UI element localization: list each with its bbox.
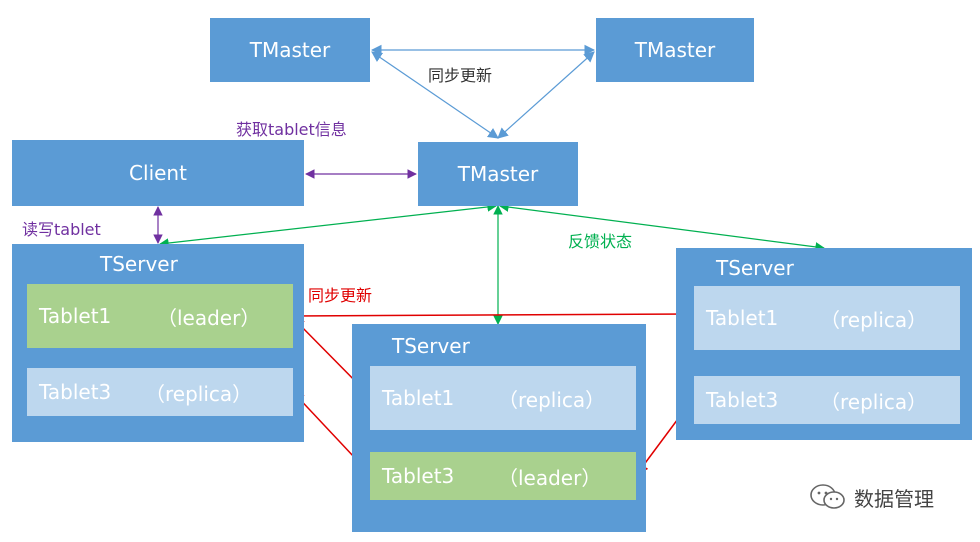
edge-status-left [159,202,497,248]
label-master-sync: 同步更新 [428,66,493,85]
tserver-title: TServer [100,252,178,276]
label-read-write: 读写tablet [22,220,101,239]
tserver-right: TServer Tablet1 （replica） Tablet3 （repli… [676,248,972,440]
tablet-role: （replica） [498,387,606,412]
tablet-row: Tablet1 （replica） [370,366,636,430]
tablet-name: Tablet3 [382,464,455,488]
tablet-row: Tablet3 （replica） [694,376,960,424]
tablet-row: Tablet1 （replica） [694,286,960,350]
client-node: Client [12,140,304,206]
label-tablet-sync: 同步更新 [308,286,373,305]
label-get-tablet-info: 获取tablet信息 [236,120,347,139]
tablet-row: Tablet3 （replica） [27,368,293,416]
tablet-name: Tablet3 [39,380,112,404]
tablet-role: （leader） [498,465,602,490]
tablet-name: Tablet1 [706,306,779,330]
edge-tmaster-right-center [497,51,595,139]
tserver-title: TServer [716,256,794,280]
tmaster-right-node: TMaster [596,18,754,82]
label-status-feedback: 反馈状态 [568,232,633,251]
tablet-role: （replica） [820,307,928,332]
tserver-left: TServer Tablet1 （leader） Tablet3 （replic… [12,244,304,442]
wechat-icon [810,484,845,509]
tablet-role: （replica） [820,389,928,414]
tablet-row: Tablet3 （leader） [370,452,636,500]
tserver-title: TServer [392,334,470,358]
edge-tmaster-left-center [371,51,499,139]
tablet-role: （leader） [157,305,261,330]
tablet-row: Tablet1 （leader） [27,284,293,348]
watermark-text: 数据管理 [854,486,934,511]
edge-status-right [499,202,825,252]
tablet-role: （replica） [145,381,253,406]
tablet-name: Tablet1 [382,386,455,410]
tmaster-left-node: TMaster [210,18,370,82]
tablet-name: Tablet1 [39,304,112,328]
tmaster-center-node: TMaster [418,142,578,206]
tablet-name: Tablet3 [706,388,779,412]
watermark: 数据管理 [808,482,934,512]
tserver-center: TServer Tablet1 （replica） Tablet3 （leade… [352,324,646,532]
edge-sync-t1-left-right [291,308,695,322]
